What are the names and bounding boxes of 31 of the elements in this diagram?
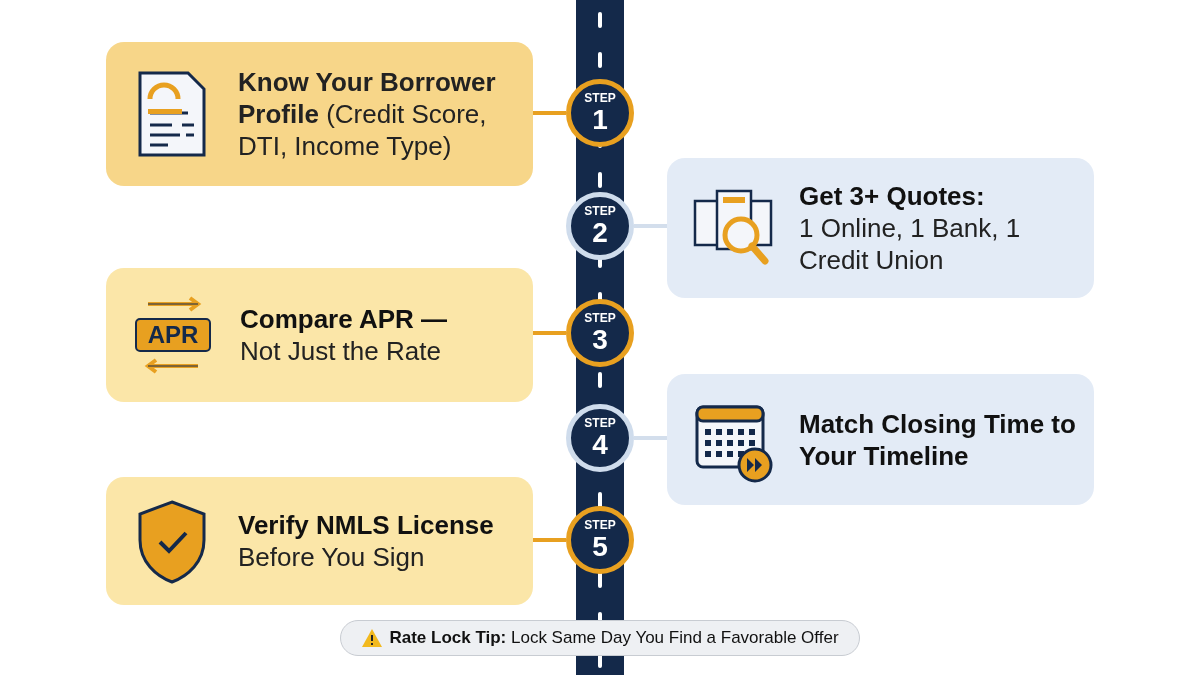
step-label: STEP: [584, 204, 616, 218]
tip-text: Rate Lock Tip: Lock Same Day You Find a Favorable Offer: [389, 628, 839, 648]
step-label: STEP: [584, 518, 616, 532]
card-heading: Verify NMLS License: [238, 509, 494, 541]
card-text: Not Just the Rate: [240, 335, 442, 367]
step-label: STEP: [584, 91, 616, 105]
step-card: [106, 268, 533, 402]
card-text: 1 Online, 1 Bank, 1 Credit Union: [799, 212, 1022, 276]
step-number: 3: [592, 325, 608, 355]
connector-line: [634, 224, 667, 228]
step-label: STEP: [584, 311, 616, 325]
step-card: [106, 477, 533, 605]
step-number: 4: [592, 430, 608, 460]
step-card: [667, 374, 1094, 505]
connector-line: [533, 538, 566, 542]
step-number: 1: [592, 105, 608, 135]
connector-line: [533, 111, 566, 115]
step-label: STEP: [584, 416, 616, 430]
apr-badge: APR: [135, 318, 211, 352]
card-heading: Compare APR —: [240, 303, 448, 335]
card-text: Before You Sign: [238, 541, 426, 573]
card-heading: Match Closing Time to Your Timeline: [799, 407, 1077, 472]
card-heading: Get 3+ Quotes:: [799, 180, 986, 212]
step-number: 2: [592, 218, 608, 248]
step-card: [106, 42, 533, 186]
step-number: 5: [592, 532, 608, 562]
tip-banner: [340, 620, 860, 656]
step-card: [667, 158, 1094, 298]
connector-line: [533, 331, 566, 335]
card-text: Know Your Borrower Profile (Credit Score, DTI, Income Type): [238, 66, 497, 162]
connector-line: [634, 436, 667, 440]
